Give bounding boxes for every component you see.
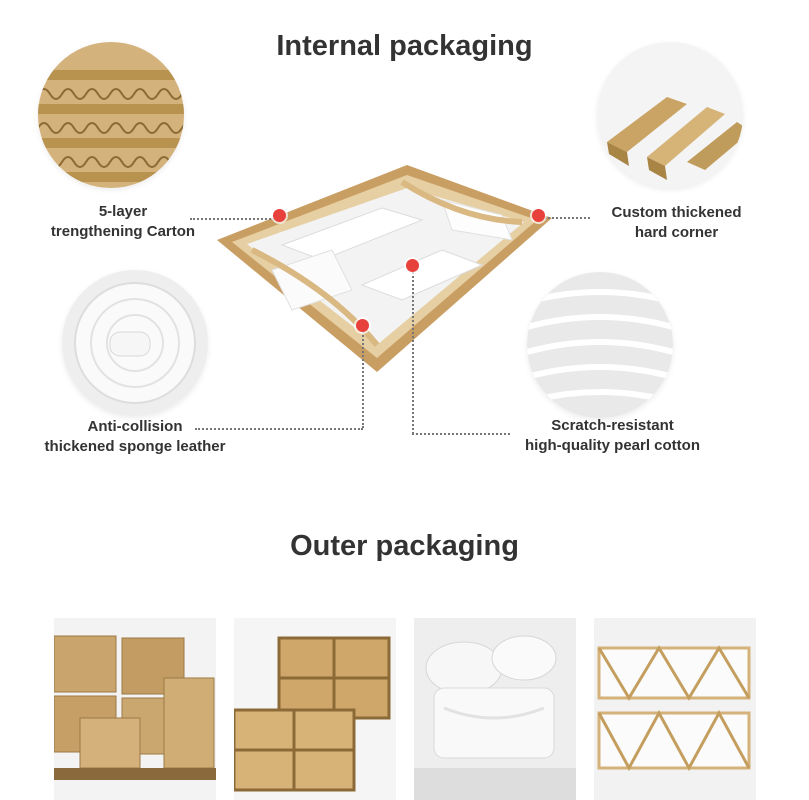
wooden-crate-photo [234,618,396,800]
corner-label: Custom thickened hard corner [611,204,742,241]
carton-marker [273,209,286,222]
packed-box-image [212,160,557,375]
corrugated-carton-image [38,42,184,188]
carton-connector [190,218,275,220]
sponge-roll-image [62,270,208,416]
frame-protected-furniture-photo [594,618,756,800]
pearl-marker [406,259,419,272]
sponge-connector-horizontal [195,428,363,430]
outer-packaging-title: Outer packaging [290,530,519,562]
sponge-label: Anti-collision thickened sponge leather [44,418,226,455]
wrapped-furniture-photo [414,618,576,800]
carton-label: 5-layer trengthening Carton [50,203,196,240]
sponge-marker [356,319,369,332]
stacked-cartons-photo [54,618,216,800]
pearl-connector-horizontal [412,433,510,435]
sponge-connector-vertical [362,328,364,428]
corner-connector [545,217,590,219]
corner-protector-image [597,42,743,188]
pearl-label: Scratch-resistant high-quality pearl cot… [525,417,700,454]
pearl-connector-vertical [412,268,414,434]
corner-marker [532,209,545,222]
internal-packaging-title: Internal packaging [276,30,533,62]
